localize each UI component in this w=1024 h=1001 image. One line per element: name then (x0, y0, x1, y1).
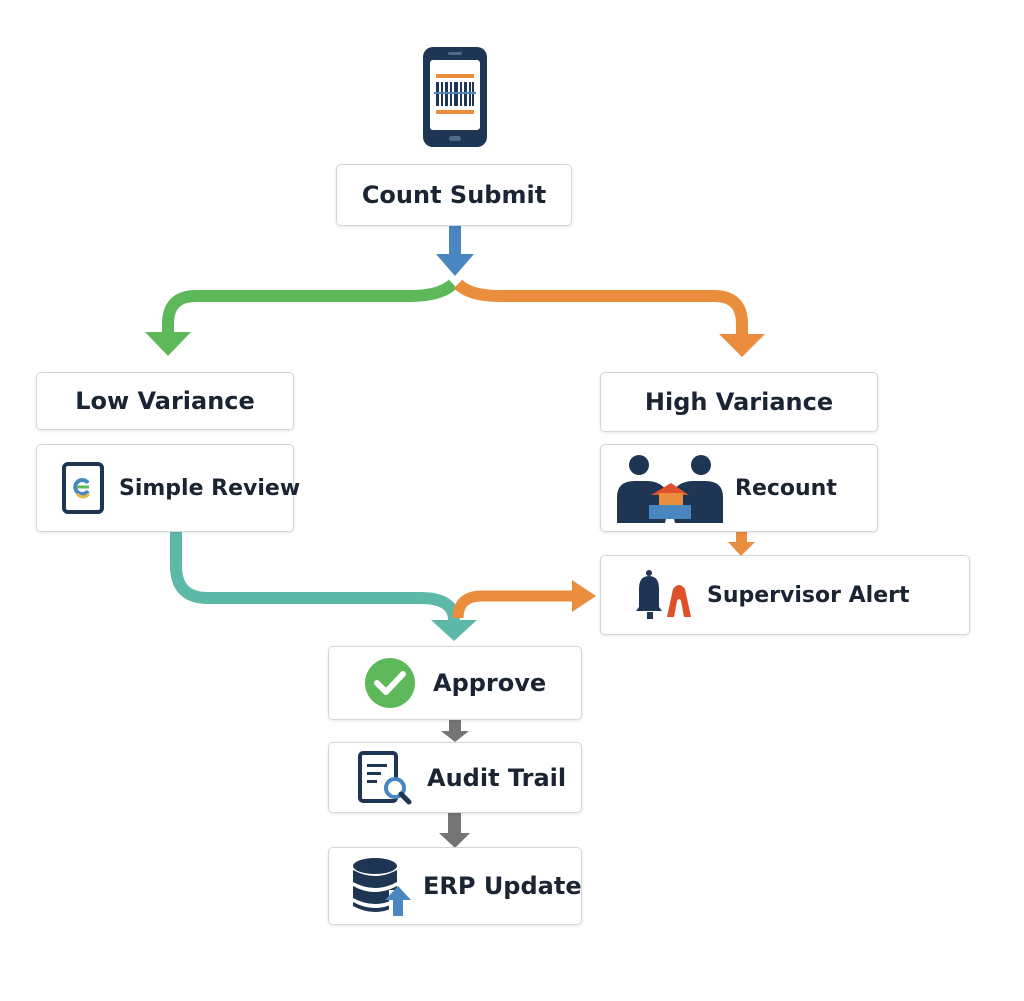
count-submit-label: Count Submit (361, 181, 547, 209)
node-approve[interactable]: Approve (328, 646, 582, 720)
arrow-recount-to-alert (728, 532, 755, 556)
arrow-review-to-approve (170, 532, 477, 641)
node-count-submit[interactable]: Count Submit (336, 164, 572, 226)
node-recount[interactable]: Recount (600, 444, 878, 532)
node-low-variance[interactable]: Low Variance (36, 372, 294, 430)
arrow-approve-to-audit (441, 720, 469, 742)
bell-alert-icon (633, 569, 697, 621)
node-simple-review[interactable]: Simple Review (36, 444, 300, 532)
database-upload-icon (351, 856, 413, 916)
node-high-variance[interactable]: High Variance (600, 372, 878, 432)
document-review-icon (61, 461, 105, 515)
node-supervisor-alert[interactable]: Supervisor Alert (600, 555, 970, 635)
audit-trail-label: Audit Trail (427, 763, 567, 792)
low-variance-label: Low Variance (75, 387, 255, 415)
check-circle-icon (363, 656, 417, 710)
smartphone-barcode-icon (422, 46, 488, 148)
approve-label: Approve (433, 669, 547, 697)
people-counting-icon (615, 453, 725, 523)
node-erp-update[interactable]: ERP Update (328, 847, 582, 925)
recount-label: Recount (735, 475, 837, 501)
arrow-to-supervisor-alert (452, 580, 596, 619)
node-audit-trail[interactable]: Audit Trail (328, 742, 582, 813)
simple-review-label: Simple Review (119, 475, 301, 501)
erp-update-label: ERP Update (423, 872, 582, 900)
arrow-to-low-variance (145, 279, 458, 356)
arrow-count-to-split (436, 226, 474, 276)
supervisor-alert-label: Supervisor Alert (707, 582, 910, 608)
arrow-to-high-variance (453, 279, 765, 357)
arrow-audit-to-erp (439, 813, 470, 848)
document-search-icon (357, 750, 413, 806)
high-variance-label: High Variance (644, 388, 834, 416)
